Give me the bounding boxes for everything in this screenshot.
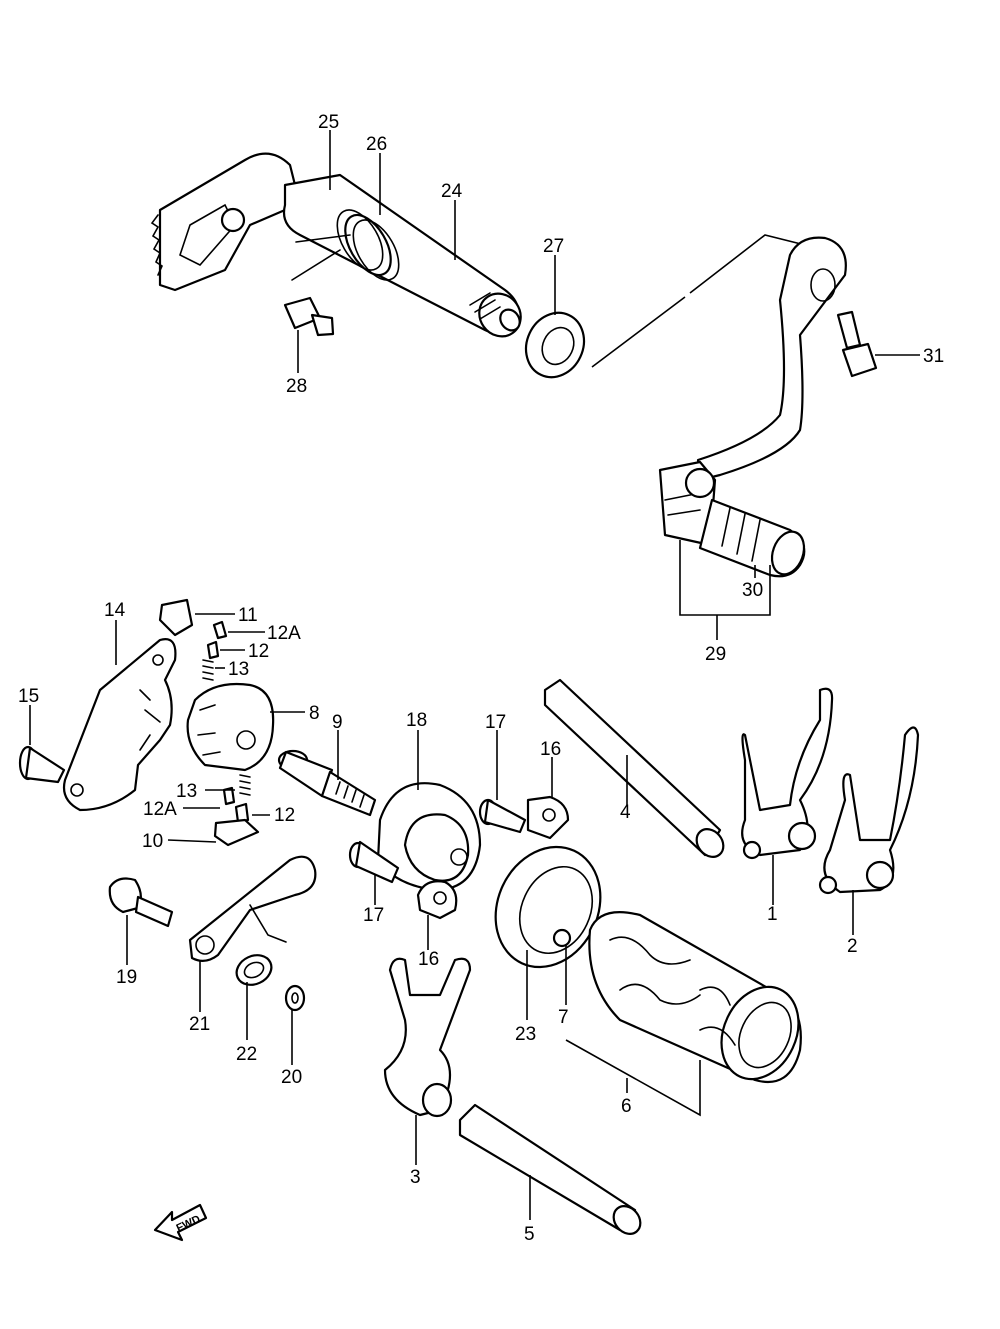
- leader-lines: [29, 130, 920, 1220]
- shift-fork-3-part: [383, 957, 472, 1118]
- callout-3: 3: [410, 1167, 421, 1188]
- callout-30: 30: [742, 580, 763, 601]
- bolt-19-part: [108, 877, 174, 928]
- callout-7: 7: [558, 1007, 569, 1028]
- callout-12A-lower: 12A: [143, 799, 177, 820]
- callout-21: 21: [189, 1014, 210, 1035]
- gearshift-shaft-part: [150, 152, 522, 338]
- callout-26: 26: [366, 134, 387, 155]
- callout-27: 27: [543, 236, 564, 257]
- cam-driven-gear-18-part: [376, 782, 482, 892]
- screw-17-part: [348, 798, 527, 884]
- callout-13-lower: 13: [176, 781, 197, 802]
- pin-9-part: [277, 749, 377, 817]
- callout-12-upper: 12: [248, 641, 269, 662]
- bearing-23-part: [494, 845, 602, 969]
- callout-1: 1: [767, 904, 778, 925]
- callout-11: 11: [238, 605, 258, 626]
- shift-fork-2-part: [818, 726, 920, 895]
- callout-19: 19: [116, 967, 137, 988]
- callout-31: 31: [923, 346, 944, 367]
- gearshift-lever-part: [658, 236, 847, 547]
- callout-8: 8: [309, 703, 320, 724]
- callout-6: 6: [621, 1096, 632, 1117]
- fwd-arrow-icon: FWD: [153, 1203, 208, 1242]
- spring-22-part: [235, 954, 273, 986]
- callout-9: 9: [332, 712, 343, 733]
- shift-fork-1-part: [741, 687, 834, 860]
- shift-cam-8-part: [186, 682, 275, 772]
- callout-2: 2: [847, 936, 858, 957]
- callout-17-upper: 17: [485, 712, 506, 733]
- callout-24: 24: [441, 181, 463, 202]
- shift-pedal-rubber-30-part: [698, 498, 806, 578]
- callout-14: 14: [104, 600, 126, 621]
- cam-stopper-plate-14-part: [62, 638, 177, 812]
- fork-shaft-5-part: [458, 1103, 642, 1235]
- callout-16-lower: 16: [418, 949, 439, 970]
- callout-29: 29: [705, 644, 726, 665]
- callout-17-lower: 17: [363, 905, 384, 926]
- callout-12A-upper: 12A: [267, 623, 301, 644]
- callout-4: 4: [620, 802, 631, 823]
- screw-15-part: [18, 745, 66, 784]
- bolt-28-part: [283, 296, 335, 337]
- shift-drum-6-part: [552, 911, 802, 1084]
- oil-seal-27-part: [524, 311, 586, 379]
- fork-shaft-4-part: [543, 678, 725, 858]
- callout-10: 10: [142, 831, 163, 852]
- bolt-31-part: [836, 310, 878, 378]
- callout-20: 20: [281, 1067, 302, 1088]
- shift-arm-21-part: [188, 855, 317, 962]
- callout-23: 23: [515, 1024, 536, 1045]
- callout-22: 22: [236, 1044, 257, 1065]
- callout-5: 5: [524, 1224, 535, 1245]
- callout-28: 28: [286, 376, 307, 397]
- return-spring-part: [291, 209, 400, 281]
- callout-18: 18: [406, 710, 427, 731]
- callout-12-lower: 12: [274, 805, 295, 826]
- callout-16-upper: 16: [540, 739, 561, 760]
- callout-13-upper: 13: [228, 659, 249, 680]
- callout-labels: 25 26 24 27 28 31 30 29 14 15 11 12A 12 …: [18, 112, 944, 1245]
- callout-25: 25: [318, 112, 339, 133]
- callout-15: 15: [18, 686, 39, 707]
- washer-20-part: [284, 984, 306, 1012]
- bearing-retainer-16-part: [416, 795, 570, 920]
- small-parts-11-12-13-part: [158, 598, 260, 847]
